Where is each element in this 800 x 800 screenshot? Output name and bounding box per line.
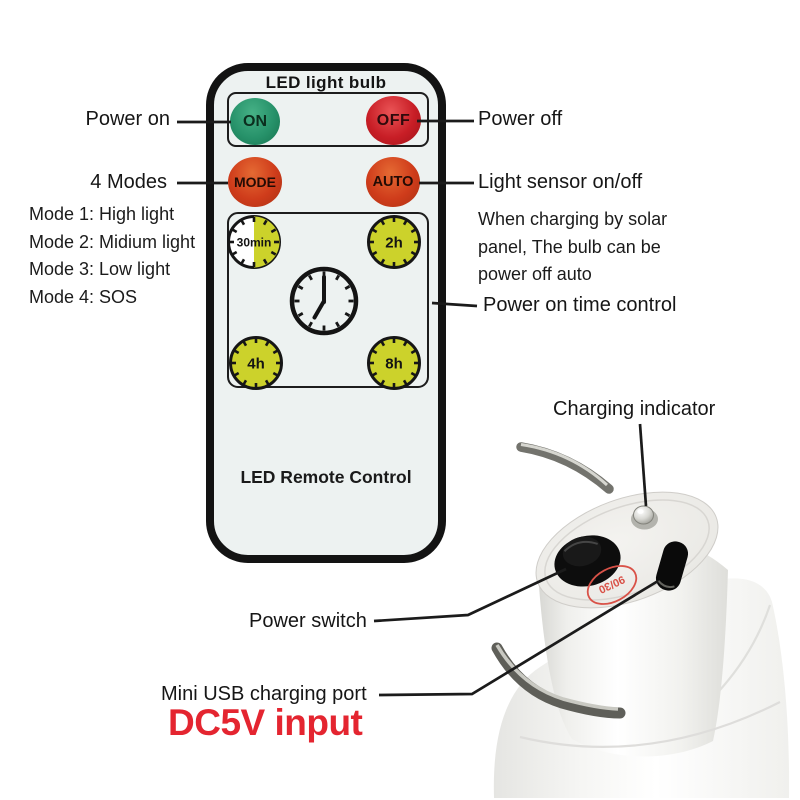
remote-footer: LED Remote Control (240, 467, 412, 487)
power-buttons-panel (227, 92, 429, 147)
solar-note: When charging by solar panel, The bulb c… (478, 206, 667, 289)
timer-2h-button: 2h (367, 215, 421, 269)
power-switch-label: Power switch (249, 610, 367, 632)
half-fill (254, 216, 280, 268)
power-switch-button (554, 535, 621, 587)
charging-indicator-label: Charging indicator (553, 398, 716, 420)
time-control-label: Power on time control (483, 294, 677, 316)
remote-title: LED light bulb (265, 73, 387, 92)
timer-2h-label: 2h (385, 235, 403, 252)
timer-4h-label: 4h (247, 356, 265, 373)
mode-list-item: Mode 2: Midium light (29, 231, 196, 252)
hanging-wire (516, 442, 614, 494)
solar-note-line: When charging by solar (478, 209, 668, 229)
timer-panel (227, 212, 429, 388)
dc-input-label: DC5V input (168, 702, 363, 743)
mode-list: Mode 1: High light Mode 2: Midium light … (29, 201, 195, 311)
clock-icon (289, 266, 359, 336)
timer-8h-button: 8h (367, 336, 421, 390)
modes-title-label: 4 Modes (90, 171, 167, 193)
mode-button: MODE (228, 157, 282, 207)
charging-indicator-led (631, 505, 658, 530)
bulb-base-photo: 90/30 (491, 442, 790, 798)
lamp-holder-body (538, 534, 728, 757)
qc-stamp: 90/30 (586, 565, 638, 605)
metal-hook (491, 642, 626, 719)
mode-list-item: Mode 4: SOS (29, 286, 138, 307)
lamp-shade (493, 578, 790, 798)
timer-30min-button: 30min (227, 215, 281, 269)
usb-port-line (378, 579, 659, 697)
power-off-label: Power off (478, 108, 563, 130)
mode-list-item: Mode 1: High light (29, 204, 175, 224)
timer-8h-label: 8h (385, 356, 403, 373)
auto-button: AUTO (366, 157, 420, 207)
power-on-label: Power on (85, 108, 171, 130)
remote-control: LED light bulb ON OFF MODE AUTO 30min 2h… (206, 63, 446, 563)
power-switch-line (373, 567, 567, 623)
timer-30min-label: 30min (237, 236, 272, 250)
hour-hand (312, 299, 326, 320)
light-sensor-label: Light sensor on/off (478, 171, 643, 193)
mode-list-item: Mode 3: Low light (29, 259, 171, 279)
solar-note-line: power off auto (478, 264, 592, 284)
on-button: ON (230, 98, 280, 145)
solar-note-line: panel, The bulb can be (478, 236, 661, 257)
mini-usb-port (655, 541, 689, 591)
timer-4h-button: 4h (229, 336, 283, 390)
lamp-holder-top-face (535, 491, 719, 609)
off-button: OFF (366, 96, 421, 145)
charging-indicator-line (638, 423, 648, 507)
stamp-text: 90/30 (597, 573, 627, 596)
usb-port-label: Mini USB charging port (161, 683, 367, 705)
